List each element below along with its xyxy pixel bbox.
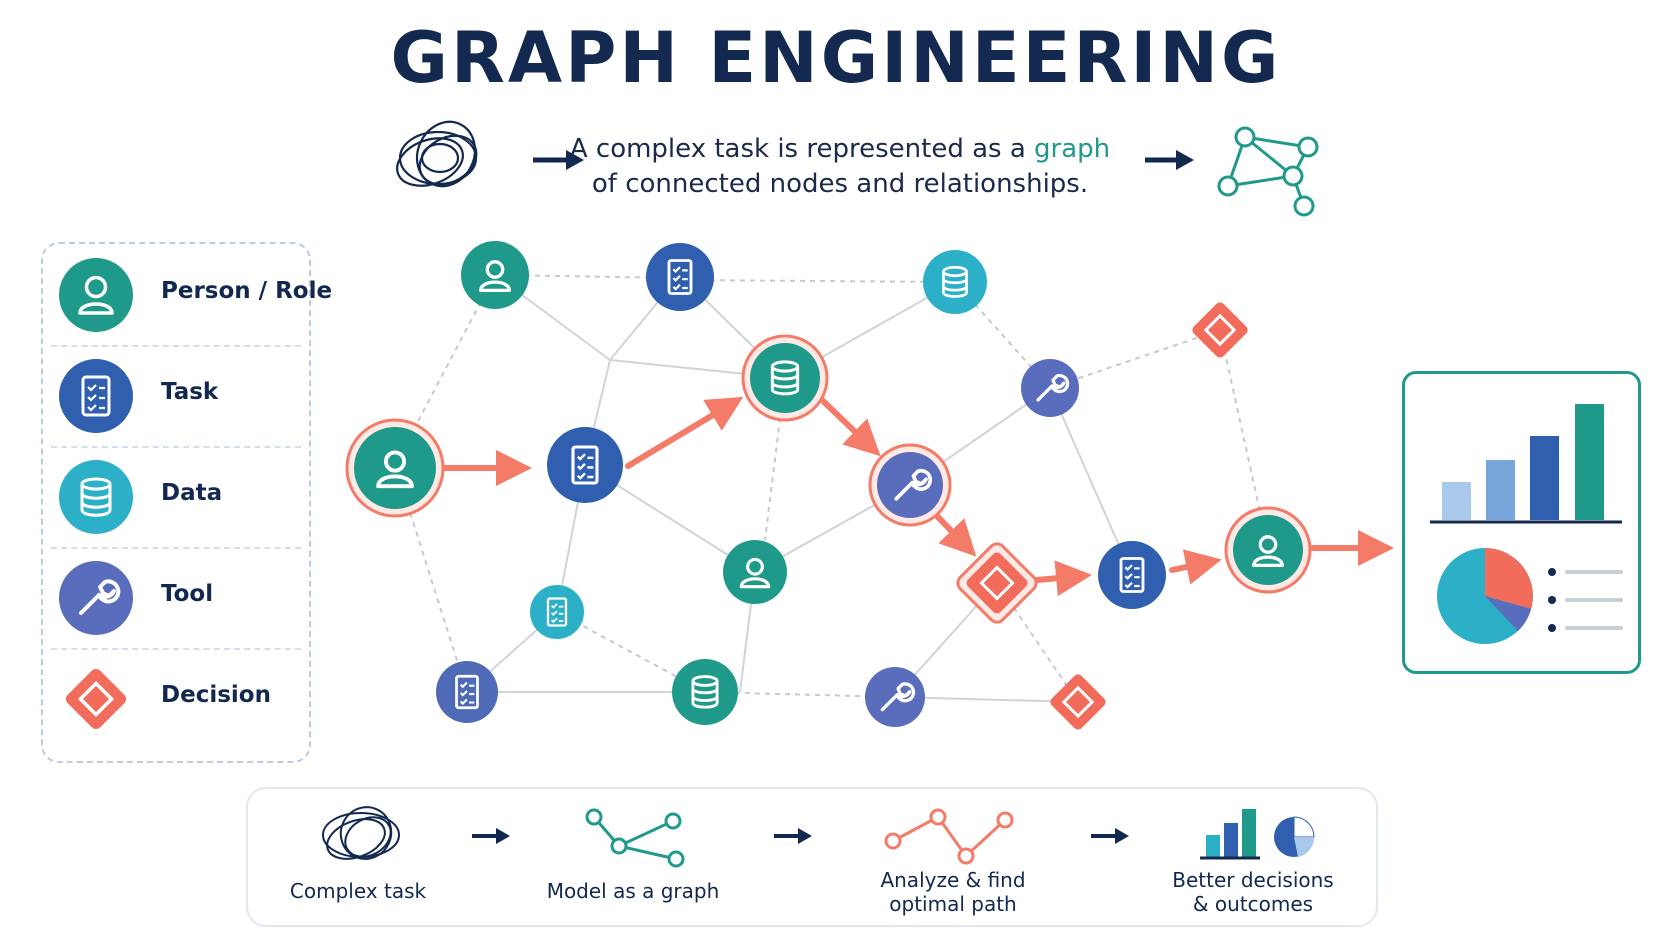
step-analyze-path: Analyze & find optimal path (880, 868, 1026, 916)
task-node (436, 661, 498, 723)
path-arrow (1169, 549, 1222, 585)
data-node (672, 659, 738, 725)
legend-lines-icon (1548, 568, 1623, 632)
legend-item-tool: Tool (43, 547, 309, 648)
path-arrow (819, 397, 881, 457)
legend-item-person: Person / Role (43, 244, 332, 345)
data-node (923, 250, 987, 314)
arrow-right-icon (472, 828, 510, 844)
arrow-right-icon (774, 828, 812, 844)
legend-label: Tool (161, 581, 214, 607)
outcome-dashboard (1402, 371, 1641, 674)
person-node (723, 540, 787, 604)
arrow-right-icon (533, 150, 584, 170)
step-better-decisions: Better decisions & outcomes (1172, 868, 1334, 916)
scribble-icon (322, 806, 400, 860)
tool-node (1021, 359, 1079, 417)
page-title: GRAPH ENGINEERING (390, 17, 1282, 99)
edge (1049, 387, 1133, 576)
decision-node (1050, 674, 1106, 730)
path-arrow (932, 511, 977, 557)
edge (1219, 329, 1269, 549)
person-node-end (1224, 506, 1312, 594)
graph-dashed-edges (394, 274, 1269, 703)
legend-label: Task (161, 379, 219, 405)
scribble-icon (396, 120, 478, 188)
task-node (646, 243, 714, 311)
path-arrow (625, 396, 744, 469)
legend-label: Data (161, 480, 223, 506)
edge (679, 279, 956, 283)
dashboard-graphic (1430, 404, 1623, 644)
arrow-right-icon (1091, 828, 1129, 844)
edge (764, 377, 786, 541)
task-list-icon (59, 359, 133, 433)
optimal-path (439, 396, 1394, 597)
legend-label: Person / Role (161, 278, 333, 304)
step-model-graph: Model as a graph (546, 879, 720, 903)
arrow-right-icon (1145, 150, 1194, 170)
bar-chart-icon (1430, 404, 1622, 524)
legend-label: Decision (161, 682, 271, 708)
step-complex-task: Complex task (289, 879, 427, 903)
path-arrow (1034, 560, 1092, 597)
decision-node-highlighted (956, 542, 1038, 624)
process-strip: Complex task Model as a graph Analyze & … (246, 787, 1378, 927)
person-icon (59, 258, 133, 332)
subtitle-part2: of connected nodes and relationships. (591, 169, 1089, 199)
task-node-highlighted (1098, 541, 1166, 609)
tool-node-highlighted (868, 443, 952, 527)
legend-item-data: Data (43, 446, 309, 547)
chart-icon (1200, 809, 1315, 860)
path-icon (884, 808, 1014, 865)
data-node-highlighted (741, 334, 829, 422)
pie-chart-icon (1437, 548, 1533, 644)
legend-item-task: Task (43, 345, 309, 446)
wrench-icon (59, 561, 133, 635)
decision-node (1192, 302, 1248, 358)
edge (894, 696, 1079, 703)
legend-panel: Person / Role Task Data Tool Decision (41, 242, 332, 763)
graph-icon (1217, 126, 1319, 217)
decision-diamond-icon (65, 668, 127, 730)
subtitle-part1: A complex task is represented as a (569, 134, 1035, 164)
graph-icon (585, 808, 685, 868)
database-icon (59, 460, 133, 534)
subtitle-highlight: graph (1034, 134, 1111, 164)
tool-node (865, 667, 925, 727)
process-icons (322, 806, 1315, 868)
subtitle: A complex task is represented as a graph… (560, 132, 1120, 202)
person-node-start (345, 418, 445, 518)
legend-item-decision: Decision (43, 648, 309, 749)
person-node (461, 241, 529, 309)
task-node-highlighted (547, 427, 623, 503)
task-node-small (530, 585, 584, 639)
